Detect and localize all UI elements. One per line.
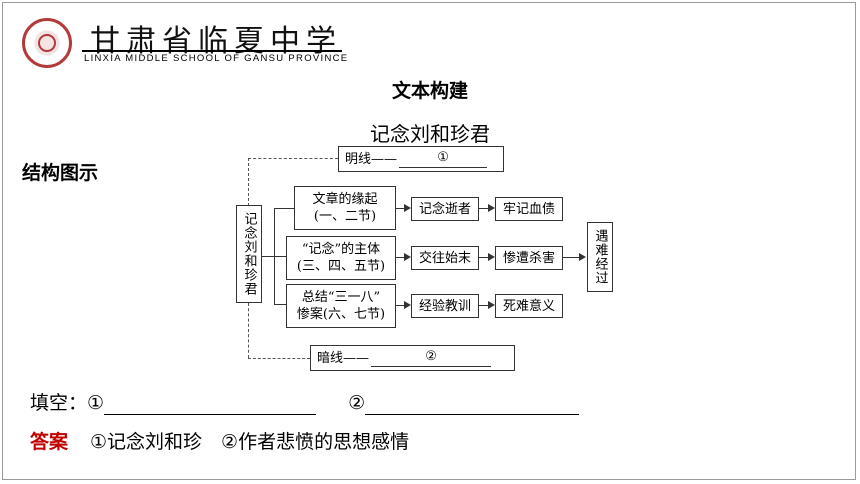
arrow-icon — [579, 253, 586, 261]
arrow-icon — [404, 253, 411, 261]
arrow-icon — [488, 301, 495, 309]
root-node: 记念刘和珍君 — [236, 205, 262, 303]
result-box-2: 惨遭杀害 — [495, 246, 563, 270]
event-box-1: 记念逝者 — [411, 197, 479, 221]
blank-2-line: ② — [371, 349, 492, 367]
fill-label: 填空： — [30, 392, 88, 414]
fill-blank-line: 填空：① ② — [30, 388, 580, 415]
dark-line-label: 暗线—— — [317, 350, 370, 366]
school-seal-logo — [22, 18, 72, 68]
part-box-3: 总结“三一八” 惨案(六、七节) — [286, 284, 396, 328]
blank-1-line: ① — [399, 150, 488, 168]
arrow-icon — [404, 204, 411, 212]
blank-1-marker: ① — [87, 392, 105, 414]
blank-1-input[interactable] — [104, 394, 317, 415]
school-name-en: LINXIA MIDDLE SCHOOL OF GANSU PROVINCE — [84, 53, 349, 64]
part-box-2: “记念”的主体 (三、四、五节) — [286, 236, 396, 280]
answer-line: 答案 ①记念刘和珍 ②作者悲愤的思想感情 — [30, 427, 409, 454]
header-divider — [82, 50, 342, 52]
arrow-icon — [404, 301, 411, 309]
text-title: 记念刘和珍君 — [370, 122, 490, 146]
bright-line-box: 明线—— ① — [338, 146, 504, 172]
section-title: 文本构建 — [391, 80, 468, 102]
event-box-2: 交往始末 — [411, 246, 479, 270]
bright-line-label: 明线—— — [345, 151, 398, 167]
arrow-icon — [488, 204, 495, 212]
dark-line-box: 暗线—— ② — [310, 345, 515, 371]
arrow-icon — [488, 253, 495, 261]
blank-2-input[interactable] — [365, 394, 580, 415]
event-box-3: 经验教训 — [411, 294, 479, 318]
answer-text: ①记念刘和珍 ②作者悲愤的思想感情 — [90, 431, 410, 453]
school-name-cn: 甘肃省临夏中学 — [90, 24, 342, 59]
part-box-1: 文章的缘起 (一、二节) — [294, 186, 396, 230]
result-box-3: 死难意义 — [495, 294, 563, 318]
blank-2-marker: ② — [348, 392, 366, 414]
outcome-node: 遇难经过 — [587, 222, 613, 292]
answer-tag: 答案 — [30, 431, 69, 453]
structure-label: 结构图示 — [22, 162, 99, 184]
result-box-1: 牢记血债 — [495, 197, 563, 221]
